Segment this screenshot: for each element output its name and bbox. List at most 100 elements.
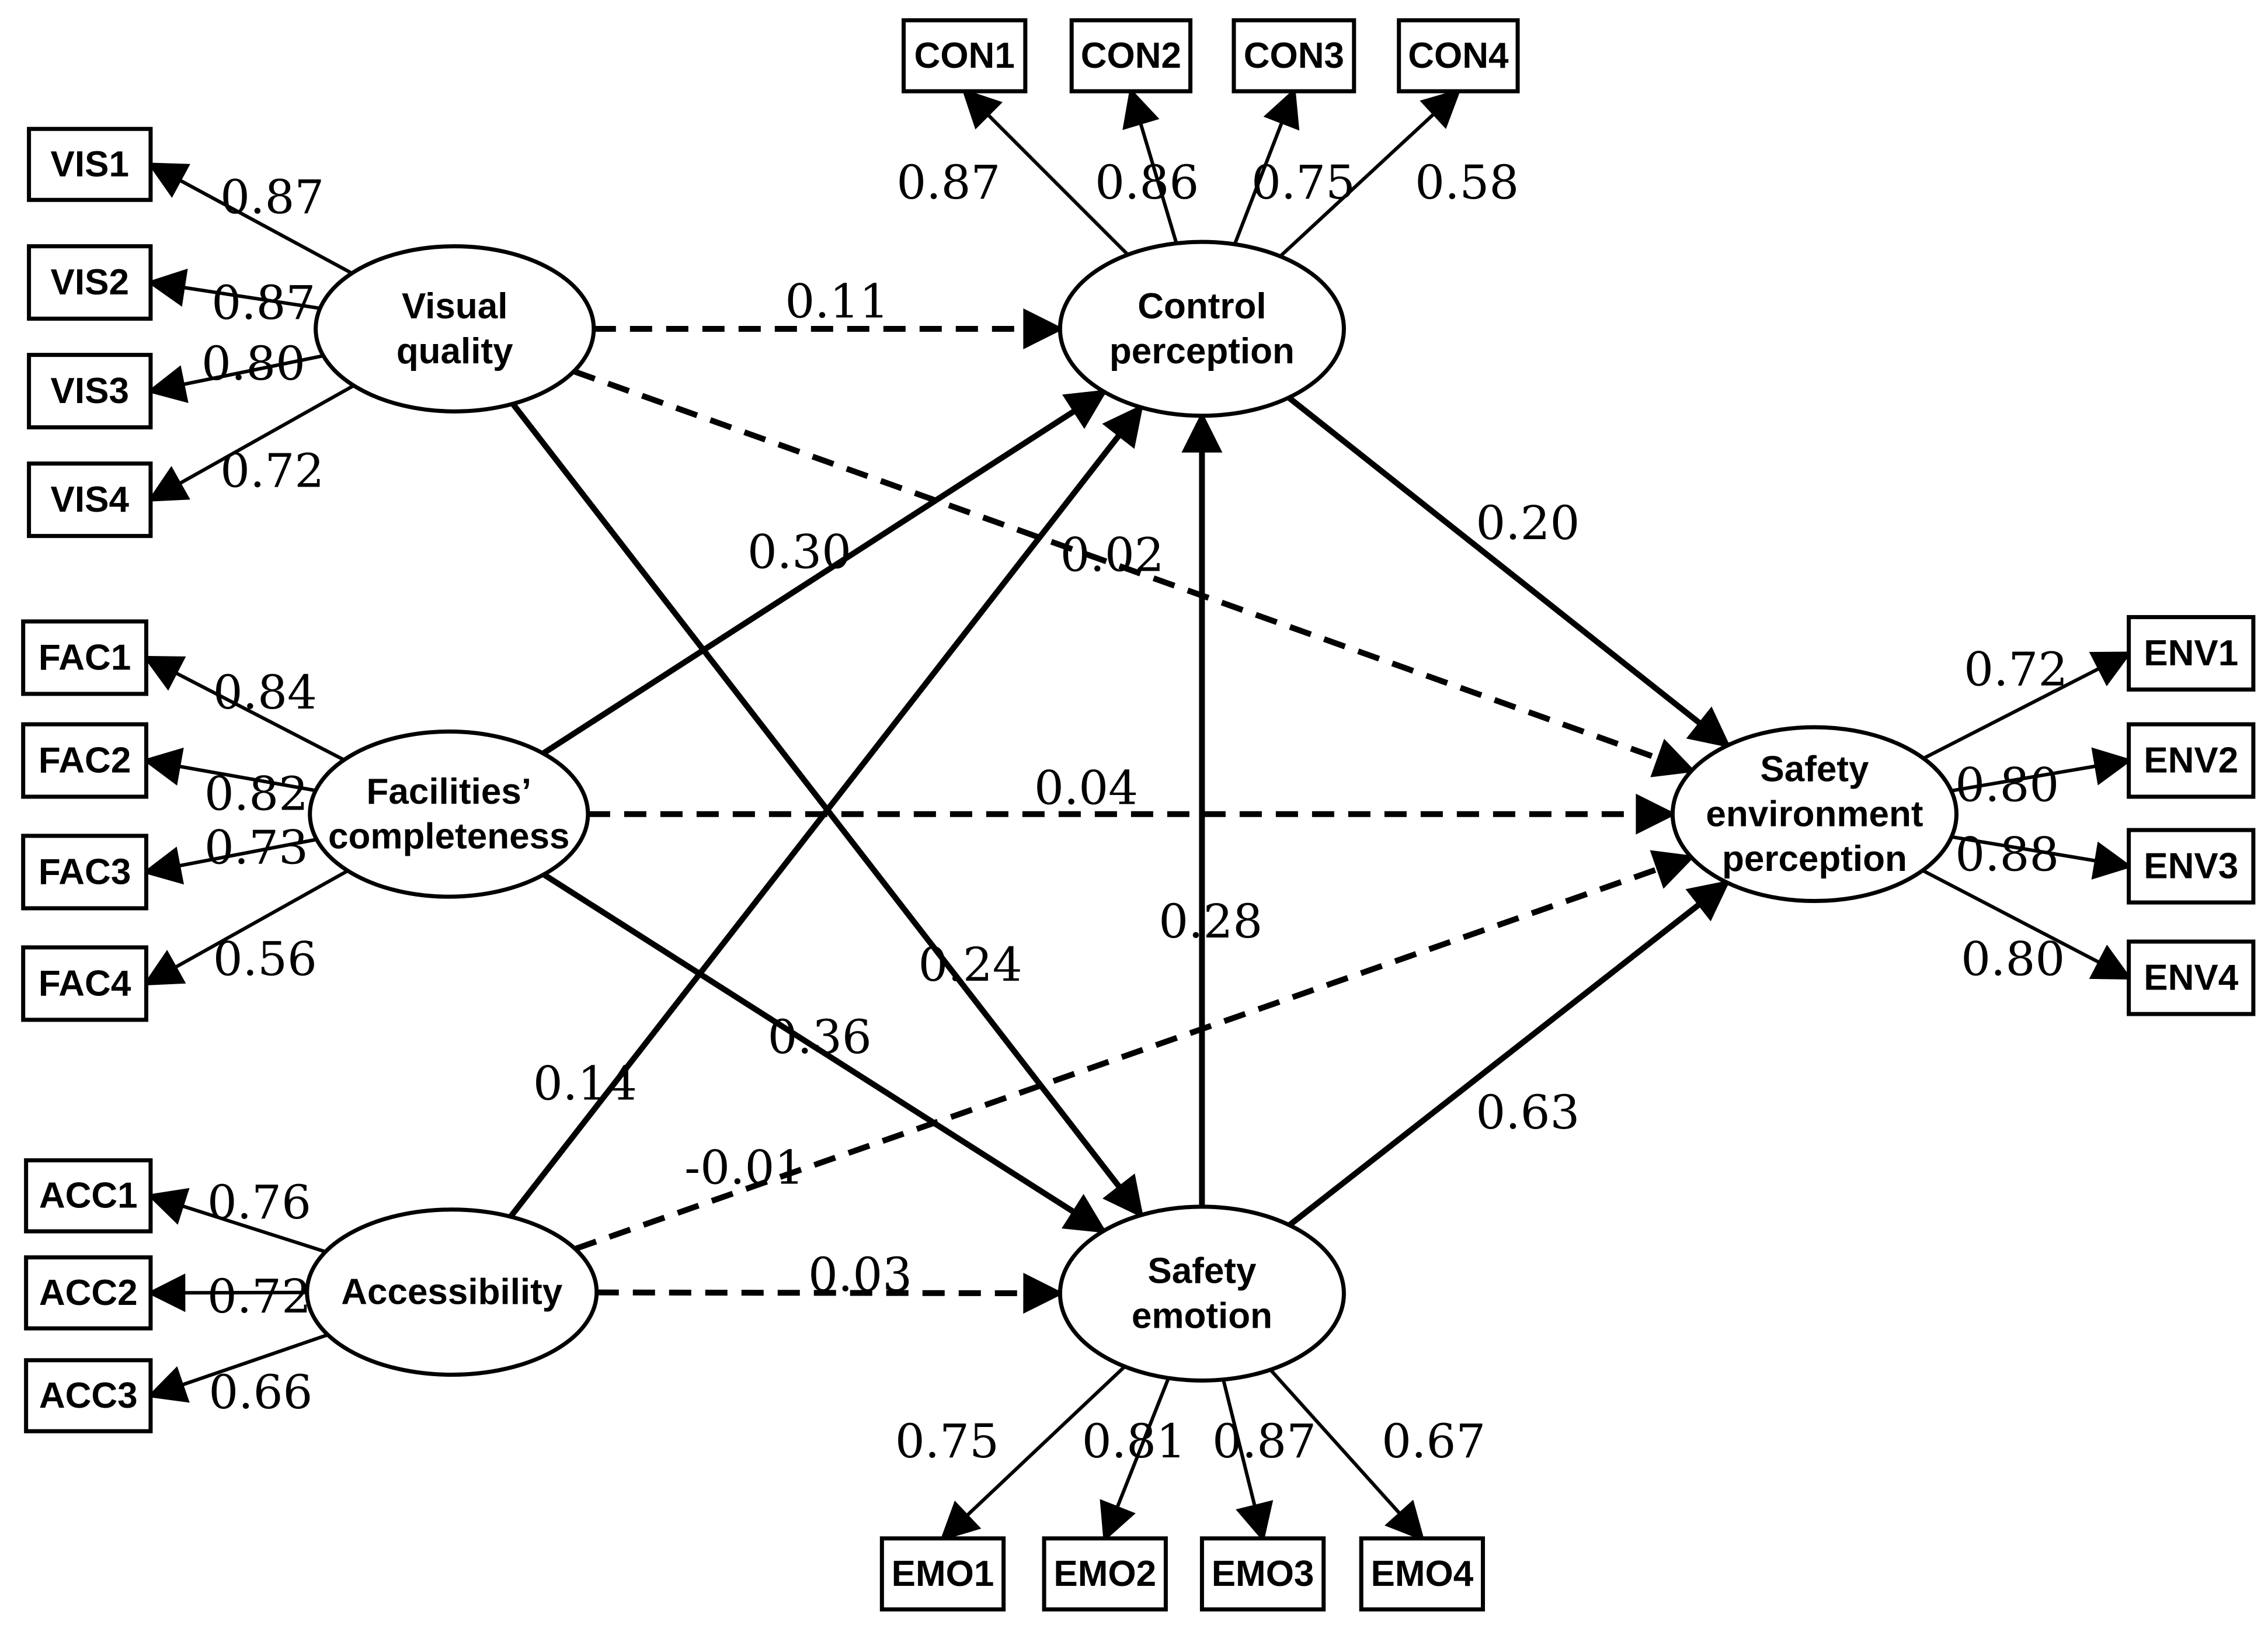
latent-label-line: environment (1706, 794, 1923, 834)
indicator-label: FAC4 (39, 963, 131, 1004)
indicator-box (879, 1536, 1006, 1612)
latent-fac: Facilities’ completeness (308, 729, 590, 899)
latent-label-line: completeness (328, 817, 570, 857)
path-coef-fac-to-env: 0.04 (1034, 761, 1138, 815)
loading-arrow-env4 (1922, 869, 2133, 980)
indicator-box (21, 722, 148, 799)
indicator-label: VIS3 (51, 371, 129, 411)
loading-arrow-fac2 (142, 747, 316, 793)
loading-value-acc3: 0.66 (208, 1365, 312, 1419)
latent-label-line: Safety (1147, 1251, 1257, 1291)
loading-value-emo3: 0.87 (1212, 1414, 1316, 1468)
path-coef-con-to-env: 0.20 (1476, 496, 1580, 550)
path-coef-vis-to-env: 0.02 (1060, 527, 1164, 582)
indicator-label: EMO4 (1371, 1554, 1474, 1594)
loading-value-env3: 0.88 (1955, 828, 2059, 882)
indicator-box (1069, 18, 1193, 93)
indicator-label: VIS2 (51, 262, 129, 303)
indicator-con2: CON2 (1069, 18, 1193, 93)
indicator-vis1: VIS1 (27, 127, 153, 202)
loading-value-emo2: 0.81 (1082, 1414, 1186, 1468)
loading-value-fac3: 0.73 (204, 820, 308, 874)
loading-arrow-env2 (1951, 747, 2133, 793)
latent-label-line: emotion (1132, 1296, 1272, 1336)
loading-value-fac1: 0.84 (213, 665, 317, 720)
latent-label-line: perception (1722, 839, 1907, 879)
indicator-box (2127, 722, 2256, 799)
indicator-emo2: EMO2 (1042, 1536, 1168, 1612)
path-acc-to-env (574, 850, 1696, 1252)
loading-value-env2: 0.80 (1955, 758, 2059, 812)
path-coef-vis-to-emo: 0.24 (919, 938, 1022, 992)
indicator-fac2: FAC2 (21, 722, 148, 799)
indicator-acc2: ACC2 (24, 1255, 153, 1331)
latent-label-line: Visual (402, 286, 508, 327)
loading-arrow-emo1 (940, 1365, 1126, 1541)
indicator-label: VIS4 (51, 480, 130, 520)
path-coef-acc-to-con: 0.14 (533, 1057, 637, 1111)
loading-value-fac2: 0.82 (204, 767, 308, 821)
indicator-acc1: ACC1 (24, 1158, 153, 1234)
indicator-env2: ENV2 (2127, 722, 2256, 799)
latent-ellipse (1670, 725, 1959, 904)
loading-arrow-env3 (1951, 835, 2133, 880)
indicator-emo3: EMO3 (1199, 1536, 1326, 1612)
path-acc-to-emo (596, 1273, 1065, 1314)
loading-arrow-emo4 (1269, 1368, 1425, 1541)
loading-value-emo4: 0.67 (1382, 1414, 1486, 1468)
path-coef-vis-to-con: 0.11 (785, 274, 889, 328)
loading-arrow-fac4 (142, 869, 349, 986)
loading-arrow-fac1 (142, 655, 345, 762)
indicator-box (21, 834, 148, 911)
loading-value-emo1: 0.75 (895, 1414, 999, 1468)
loading-value-con3: 0.75 (1251, 155, 1355, 210)
loading-value-con1: 0.87 (896, 155, 1000, 210)
loading-value-vis2: 0.87 (211, 276, 315, 330)
loading-arrow-vis1 (147, 162, 353, 275)
indicator-box (27, 461, 153, 539)
indicator-box (1199, 1536, 1326, 1612)
indicator-label: ENV2 (2144, 741, 2238, 781)
loading-value-acc2: 0.72 (207, 1269, 311, 1324)
indicator-label: ACC3 (39, 1376, 138, 1416)
indicator-env4: ENV4 (2127, 939, 2256, 1016)
indicator-box (24, 1255, 153, 1331)
loading-arrow-acc3 (147, 1333, 329, 1403)
latent-ellipse (1058, 239, 1346, 418)
indicator-fac3: FAC3 (21, 834, 148, 911)
loading-arrow-con1 (962, 88, 1129, 256)
indicator-label: EMO3 (1212, 1554, 1314, 1594)
indicator-fac1: FAC1 (21, 619, 148, 696)
latent-ellipse (305, 1207, 599, 1377)
indicator-label: CON4 (1408, 36, 1509, 76)
indicator-env1: ENV1 (2127, 614, 2256, 692)
path-emo-to-env (1288, 880, 1731, 1228)
path-fac-to-emo (542, 871, 1107, 1234)
path-coef-emo-to-env: 0.63 (1476, 1085, 1580, 1140)
loading-arrow-con4 (1279, 88, 1462, 258)
path-coef-emo-to-con: 0.28 (1159, 894, 1262, 949)
indicator-box (2127, 939, 2256, 1016)
loading-value-vis1: 0.87 (220, 170, 324, 224)
indicator-acc3: ACC3 (24, 1358, 153, 1433)
indicator-vis3: VIS3 (27, 353, 153, 430)
loading-arrow-env1 (1922, 651, 2133, 761)
indicator-label: CON1 (914, 36, 1015, 76)
latent-ellipse (308, 729, 590, 899)
indicator-vis2: VIS2 (27, 244, 153, 321)
loading-arrow-emo2 (1100, 1377, 1170, 1542)
indicator-box (21, 619, 148, 696)
indicator-label: ACC1 (39, 1176, 138, 1216)
latent-label-line: perception (1109, 331, 1295, 371)
path-coef-acc-to-env: -0.01 (684, 1140, 804, 1195)
indicator-con1: CON1 (902, 18, 1028, 93)
loading-arrow-con3 (1233, 88, 1300, 245)
latent-label-line: Facilities’ (367, 772, 532, 812)
indicator-box (27, 127, 153, 202)
indicator-box (1232, 18, 1356, 93)
loading-value-env4: 0.80 (1961, 932, 2065, 986)
indicator-vis4: VIS4 (27, 461, 153, 539)
